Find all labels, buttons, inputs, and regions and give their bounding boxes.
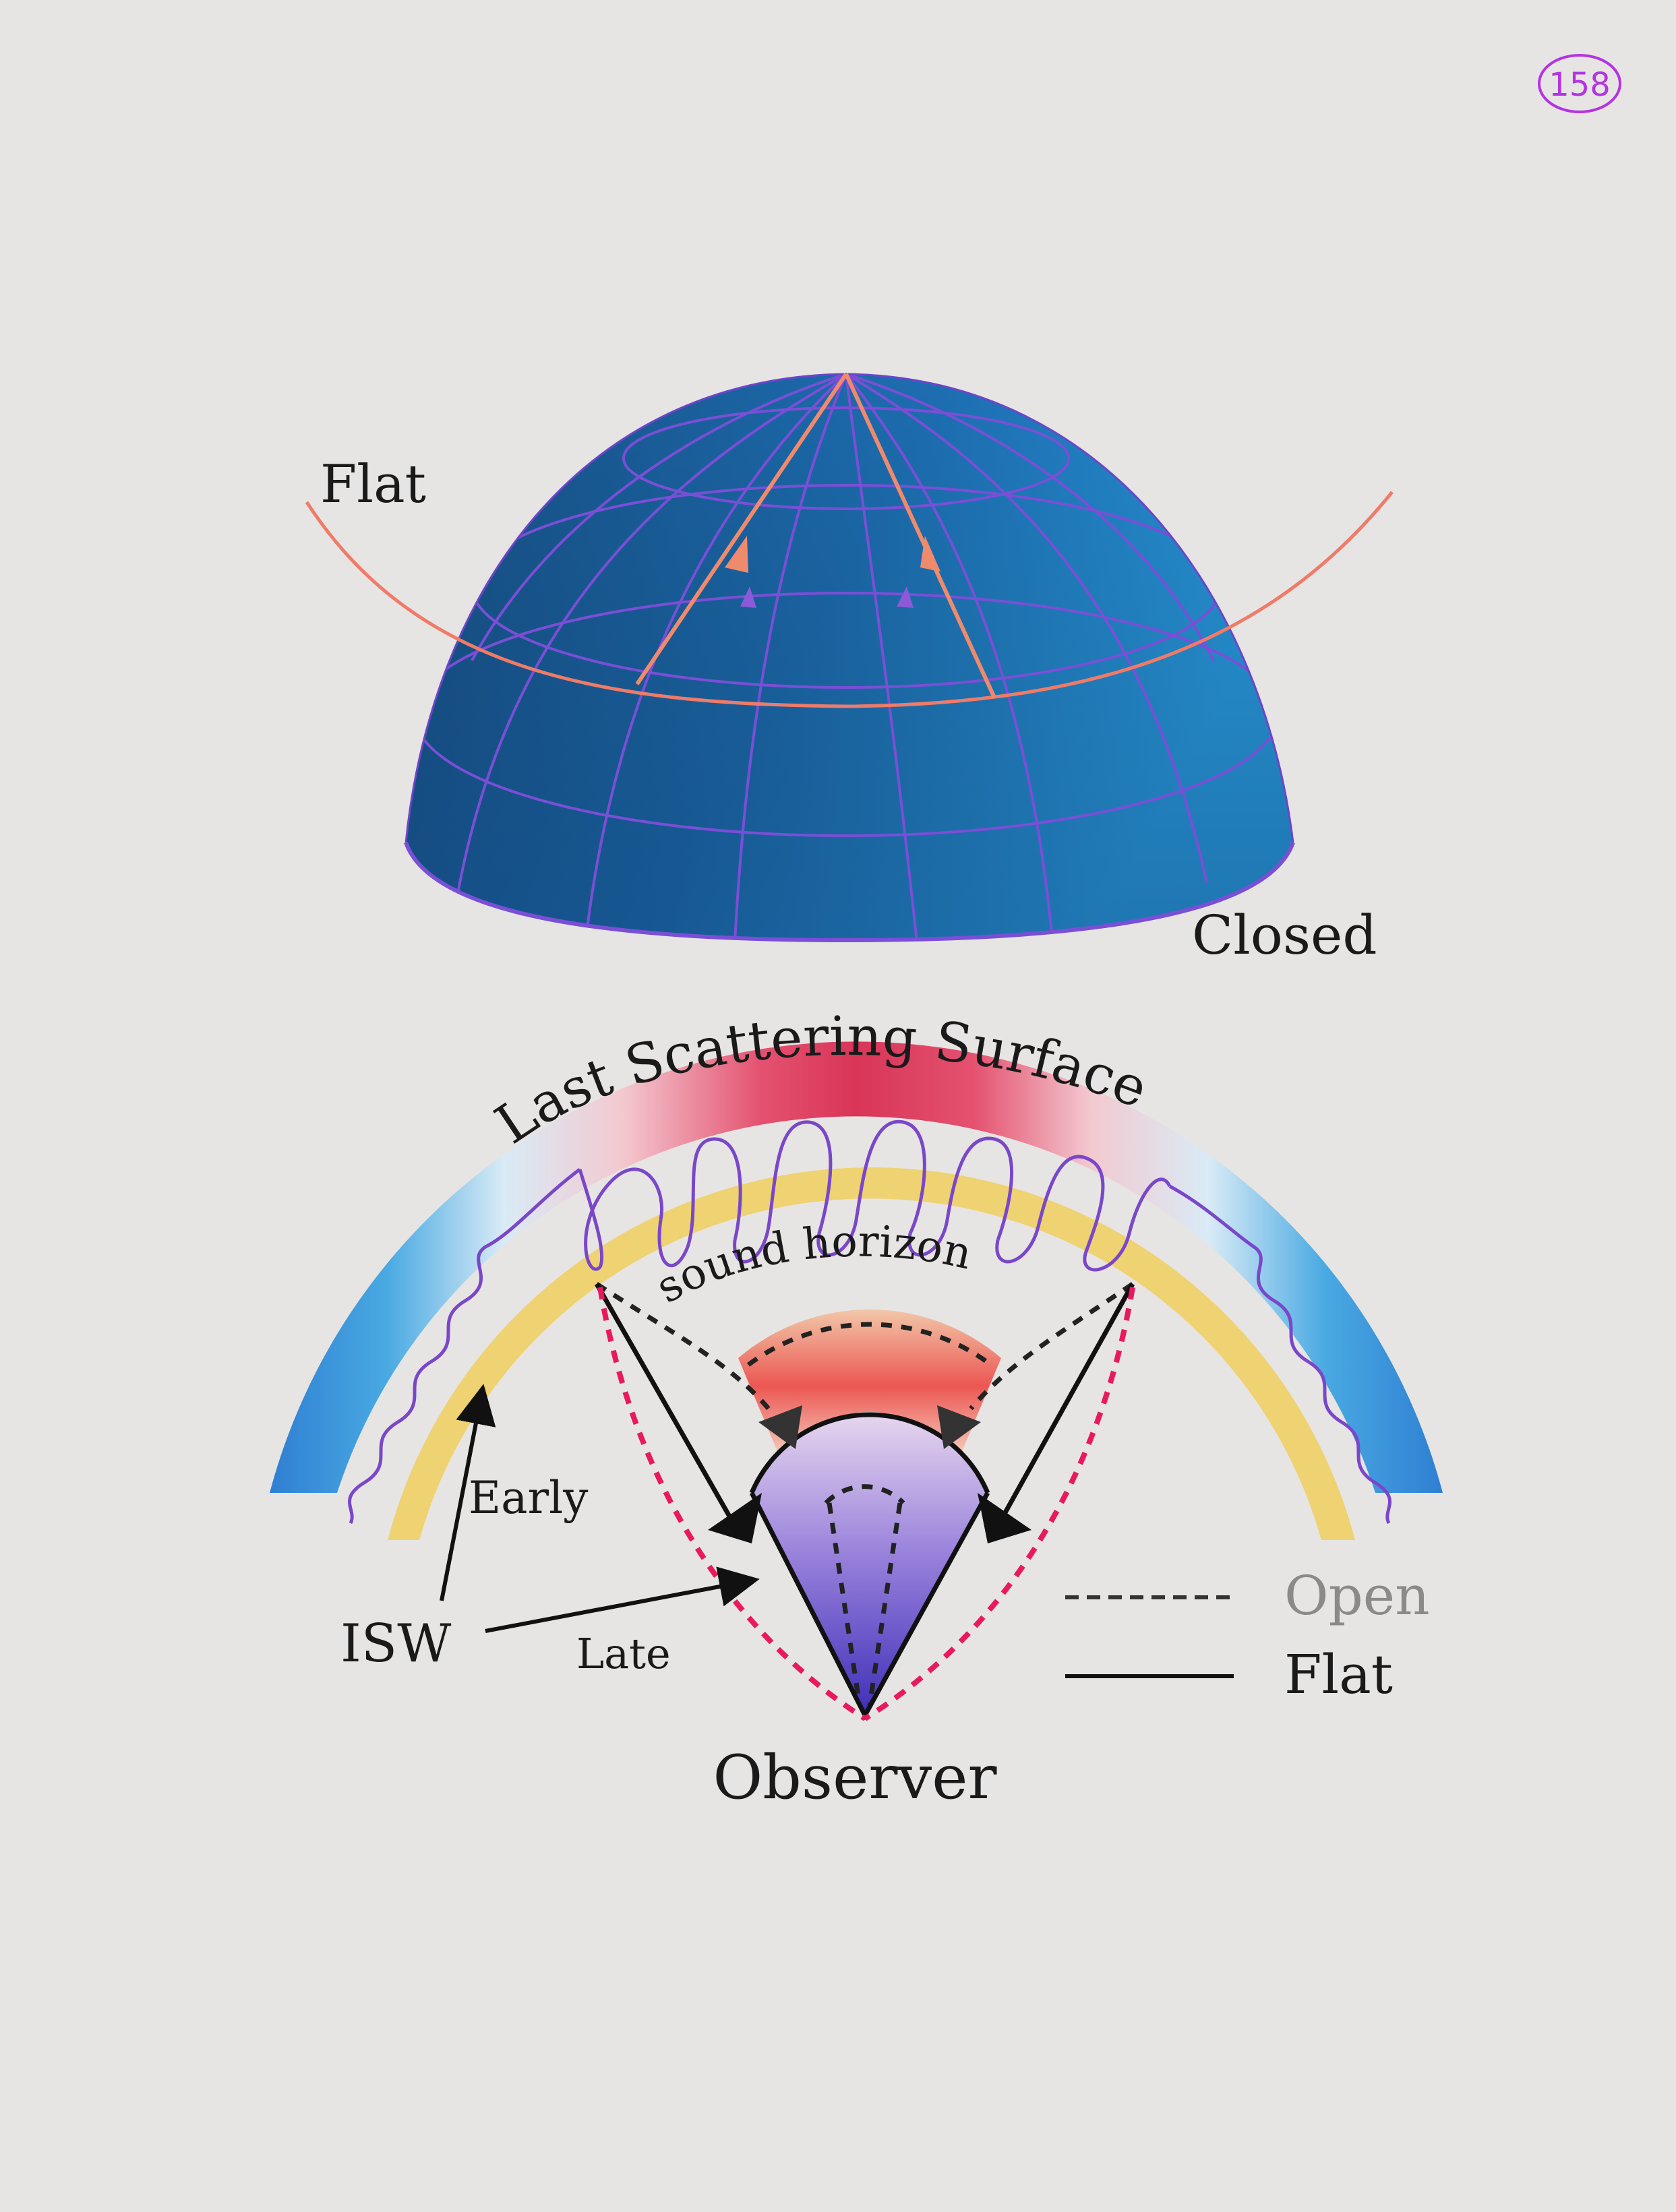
arrow-up-right <box>920 536 940 572</box>
arrow-up-inner-right <box>897 586 914 608</box>
arrow-up-inner-left <box>740 586 756 608</box>
longitude-line <box>845 374 1053 934</box>
longitude-line <box>845 374 1208 884</box>
arrow-up-left <box>725 536 748 573</box>
legend: Open Flat <box>1065 1564 1430 1706</box>
warm-region <box>738 1309 1001 1463</box>
dome-rim <box>404 842 1295 943</box>
closed-triangle <box>635 373 996 699</box>
last-scattering-diagram: Last Scattering Surface sound horizon Ea… <box>270 1005 1443 1813</box>
triangle-ray-left <box>635 373 848 685</box>
longitude-line <box>845 374 1215 661</box>
longitude-line <box>585 374 847 934</box>
closed-label: Closed <box>1192 904 1377 966</box>
arrowhead-right-outer <box>978 1493 1031 1543</box>
longitude-line <box>457 374 847 890</box>
page-number-stamp: 158 <box>1538 54 1621 113</box>
observer-cone <box>752 1414 988 1715</box>
late-label: Late <box>576 1629 671 1678</box>
latitude-line <box>622 406 1070 510</box>
isw-arrows <box>440 1384 760 1633</box>
open-geometry-dashed <box>595 1282 1134 1706</box>
dome-grid <box>413 374 1279 940</box>
acoustic-oscillation-coil <box>348 1119 1391 1525</box>
early-label: Early <box>469 1472 589 1524</box>
page-number-circle <box>1538 54 1621 113</box>
open-pink-dashed <box>597 1287 1135 1721</box>
arrowhead-left-outer <box>708 1493 762 1543</box>
legend-flat-label: Flat <box>1284 1643 1393 1706</box>
longitude-line <box>734 374 847 940</box>
arrowhead-left-inner <box>758 1405 802 1449</box>
observer-label: Observer <box>713 1742 998 1813</box>
flat-geometry-solid <box>594 1283 1135 1721</box>
last-scattering-band <box>270 1041 1443 1493</box>
legend-open-label: Open <box>1284 1564 1430 1627</box>
longitude-line <box>845 374 918 940</box>
flat-geodesic-curve <box>305 491 1394 708</box>
flat-label-top: Flat <box>320 454 426 515</box>
longitude-line <box>471 374 847 661</box>
triangle-ray-right <box>844 373 996 699</box>
isw-label: ISW <box>340 1614 451 1674</box>
arrowhead-right-inner <box>937 1405 981 1449</box>
dome-shading <box>406 374 1293 940</box>
closed-universe-dome: Flat Closed <box>305 373 1394 966</box>
early-arrow <box>440 1384 496 1601</box>
page-number: 158 <box>1549 66 1611 104</box>
late-arrow <box>485 1566 760 1633</box>
